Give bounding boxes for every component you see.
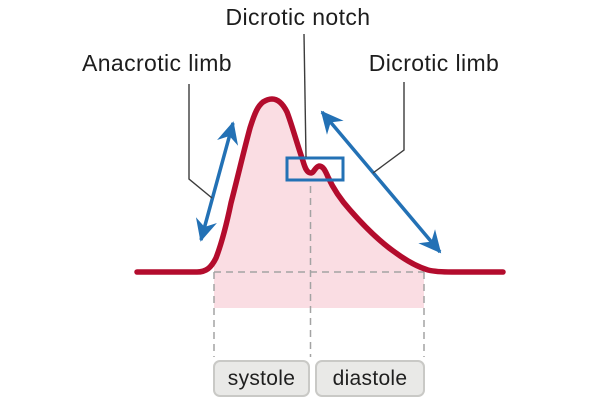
anacrotic-limb-leader-line (188, 84, 213, 199)
systole-box: systole (213, 360, 310, 397)
diastole-box: diastole (315, 360, 425, 397)
dicrotic-limb-leader-line (372, 82, 405, 174)
area-under-curve (214, 99, 424, 308)
dicrotic-notch-label: Dicrotic notch (225, 4, 371, 30)
dicrotic-limb-arrow (320, 110, 442, 254)
anacrotic-limb-label: Anacrotic limb (81, 50, 233, 76)
anacrotic-limb-arrow (195, 121, 239, 242)
systole-label: systole (227, 366, 296, 390)
diastole-label: diastole (332, 366, 408, 390)
dicrotic-notch-leader-line (303, 33, 307, 158)
dicrotic-limb-label: Dicrotic limb (368, 50, 500, 76)
